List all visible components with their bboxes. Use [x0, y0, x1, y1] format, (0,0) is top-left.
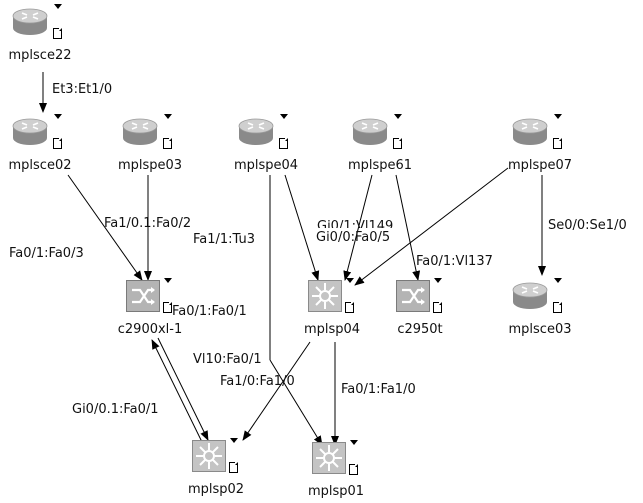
link-c2900xl1-mplsp02-a[interactable]	[157, 337, 209, 441]
node-mplspe61[interactable]: mplspe61	[340, 112, 420, 173]
document-icon[interactable]	[393, 138, 402, 149]
chevron-down-icon[interactable]	[554, 114, 562, 119]
node-mplsp01[interactable]: mplsp01	[296, 438, 376, 499]
router-glyph	[12, 118, 48, 145]
node-label: mplspe61	[347, 158, 413, 173]
router-glyph	[512, 118, 548, 145]
chevron-down-icon[interactable]	[164, 114, 172, 119]
document-icon[interactable]	[279, 138, 288, 149]
chevron-down-icon[interactable]	[54, 4, 62, 9]
router-glyph	[352, 118, 388, 145]
router-icon[interactable]	[120, 112, 180, 158]
link-label: Fa0/1:Fa1/0	[341, 382, 416, 397]
link-mplspe61-c2950t[interactable]	[395, 174, 421, 281]
switch-glyph	[126, 280, 160, 312]
switch-icon[interactable]	[390, 276, 450, 322]
router-icon[interactable]	[510, 112, 570, 158]
node-label: c2900xl-1	[117, 322, 183, 337]
switch-icon[interactable]	[120, 276, 180, 322]
router-glyph	[12, 8, 48, 35]
router-icon[interactable]	[236, 112, 296, 158]
chevron-down-icon[interactable]	[346, 278, 354, 283]
core-router-icon[interactable]	[302, 276, 362, 322]
link-label: Et3:Et1/0	[52, 82, 113, 97]
link-label: Fa1/0:Fa1/0	[220, 374, 295, 389]
core-router-icon[interactable]	[186, 436, 246, 482]
node-c2900xl-1[interactable]: c2900xl-1	[110, 276, 190, 337]
link-label: Fa0/1:Vl137	[416, 254, 493, 269]
node-label: mplsp02	[187, 482, 245, 497]
node-label: mplsce03	[508, 322, 572, 337]
link-mplsce02-c2900xl1[interactable]	[67, 174, 143, 281]
router-glyph	[512, 282, 548, 309]
link-mplspe61-mplsp04[interactable]	[343, 174, 373, 281]
node-mplsce03[interactable]: mplsce03	[500, 276, 580, 337]
router-icon[interactable]	[510, 276, 570, 322]
link-label: Gi0/0.1:Fa0/1	[72, 402, 159, 417]
router-glyph	[238, 118, 274, 145]
node-label: mplspe07	[507, 158, 573, 173]
document-icon[interactable]	[229, 462, 238, 473]
chevron-down-icon[interactable]	[280, 114, 288, 119]
document-icon[interactable]	[349, 464, 358, 475]
link-label: Fa0/1:Fa0/3	[9, 246, 84, 261]
node-c2950t[interactable]: c2950t	[380, 276, 460, 337]
link-label: Fa1/0.1:Fa0/2	[104, 216, 192, 231]
link-label: Se0/0:Se1/0	[548, 218, 627, 233]
link-label: Gi0/1:Vl149	[317, 219, 394, 228]
chevron-down-icon[interactable]	[350, 440, 358, 445]
link-mplspe04-mplsp04[interactable]	[284, 174, 320, 281]
link-label: Gi0/0:Fa0/5	[316, 230, 391, 245]
document-icon[interactable]	[53, 28, 62, 39]
link-mplsp04-mplsp02[interactable]	[242, 341, 311, 441]
node-label: mplsp01	[307, 484, 365, 499]
node-label: mplsce02	[8, 158, 72, 173]
document-icon[interactable]	[53, 138, 62, 149]
link-label: Fa0/1:Fa0/1	[172, 304, 247, 319]
node-mplsp02[interactable]: mplsp02	[176, 436, 256, 497]
node-label: mplsp04	[303, 322, 361, 337]
node-label: c2950t	[397, 322, 443, 337]
chevron-down-icon[interactable]	[434, 278, 442, 283]
switch-glyph	[396, 280, 430, 312]
core-router-icon[interactable]	[306, 438, 366, 484]
chevron-down-icon[interactable]	[164, 278, 172, 283]
node-mplspe07[interactable]: mplspe07	[500, 112, 580, 173]
document-icon[interactable]	[163, 302, 172, 313]
link-mplspe04-mplsp01-b[interactable]	[269, 359, 323, 446]
chevron-down-icon[interactable]	[394, 114, 402, 119]
link-label: Vl10:Fa0/1	[193, 352, 262, 367]
router-icon[interactable]	[350, 112, 410, 158]
chevron-down-icon[interactable]	[554, 278, 562, 283]
node-mplsce22[interactable]: mplsce22	[0, 2, 80, 63]
link-mplspe07-mplsp04[interactable]	[354, 167, 509, 286]
core-router-glyph	[192, 440, 226, 472]
node-mplsce02[interactable]: mplsce02	[0, 112, 80, 173]
chevron-down-icon[interactable]	[230, 438, 238, 443]
node-mplsp04[interactable]: mplsp04	[292, 276, 372, 337]
node-label: mplsce22	[8, 48, 72, 63]
document-icon[interactable]	[163, 138, 172, 149]
router-icon[interactable]	[10, 112, 70, 158]
router-glyph	[122, 118, 158, 145]
document-icon[interactable]	[553, 302, 562, 313]
document-icon[interactable]	[553, 138, 562, 149]
node-label: mplspe04	[233, 158, 299, 173]
node-mplspe04[interactable]: mplspe04	[226, 112, 306, 173]
node-label: mplspe03	[117, 158, 183, 173]
link-label: Fa1/1:Tu3	[193, 232, 256, 247]
chevron-down-icon[interactable]	[54, 114, 62, 119]
core-router-glyph	[312, 442, 346, 474]
node-mplspe03[interactable]: mplspe03	[110, 112, 190, 173]
document-icon[interactable]	[345, 302, 354, 313]
document-icon[interactable]	[433, 302, 442, 313]
core-router-glyph	[308, 280, 342, 312]
link-c2900xl1-mplsp02-b[interactable]	[151, 339, 203, 443]
router-icon[interactable]	[10, 2, 70, 48]
